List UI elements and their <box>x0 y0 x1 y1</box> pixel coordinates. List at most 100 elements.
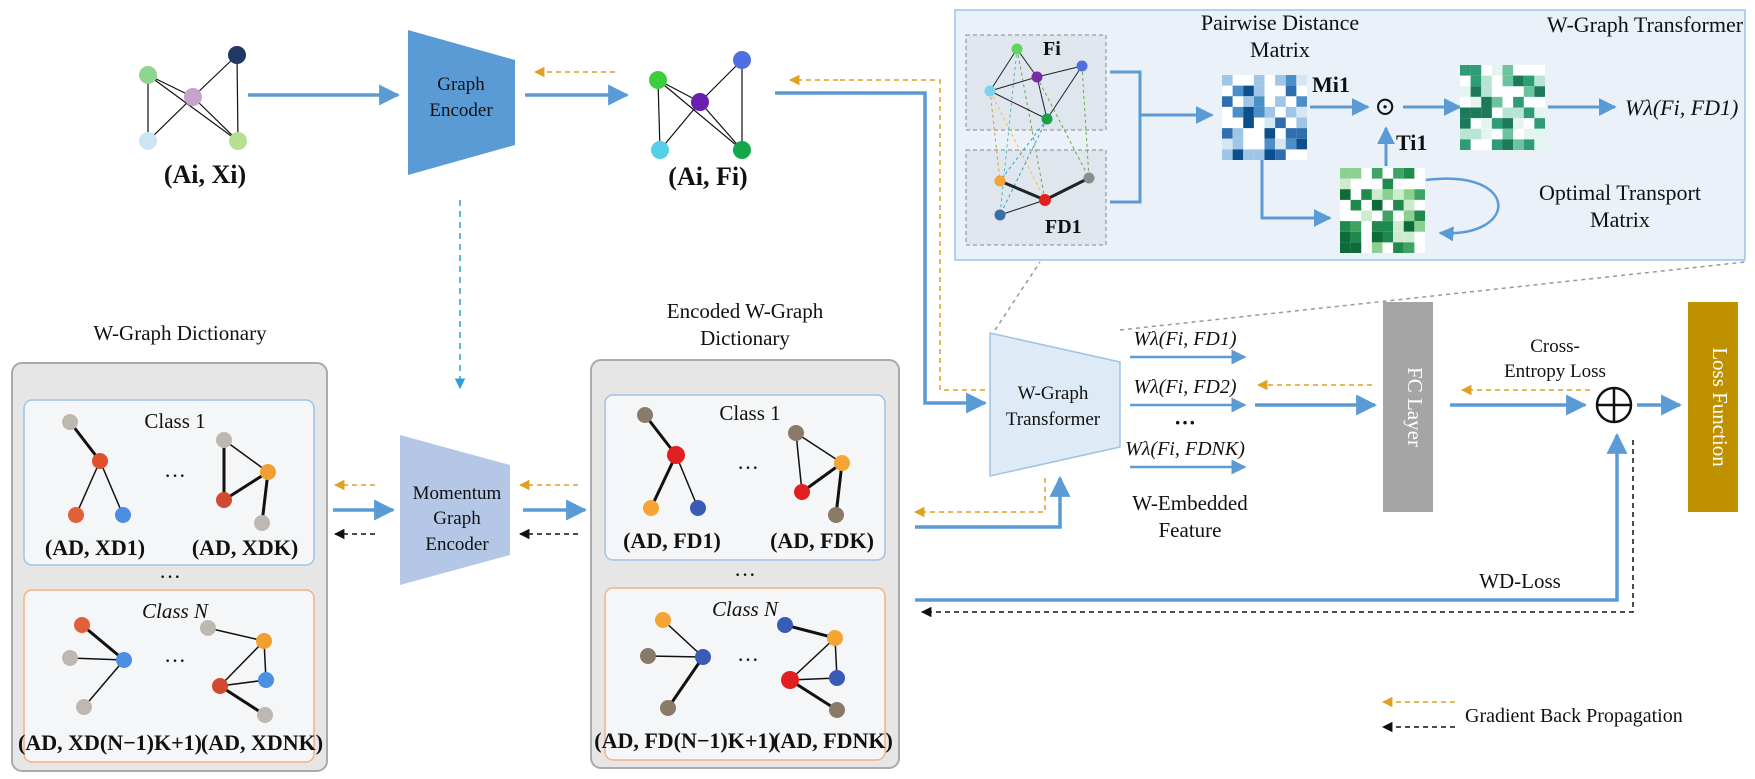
matrix-cell <box>1491 65 1503 76</box>
transformer-label-2: Transformer <box>1006 409 1101 430</box>
matrix-cell <box>1523 75 1535 87</box>
matrix-cell <box>1296 138 1307 150</box>
graph-encoder-label-1: Graph <box>437 74 485 95</box>
matrix-cell <box>1403 168 1415 179</box>
momentum-label-2: Graph <box>433 508 481 529</box>
cross-entropy-label-1: Cross- <box>1530 336 1580 357</box>
matrix-cell <box>1371 199 1383 211</box>
m-label: Mi1 <box>1312 72 1350 97</box>
matrix-cell <box>1502 118 1514 129</box>
matrix-cell <box>1275 149 1286 160</box>
encoded-dictionary-title-2: Dictionary <box>700 326 790 350</box>
matrix-cell <box>1534 118 1545 129</box>
input-pair-label: (Ai, Xi) <box>164 160 246 189</box>
matrix-cell <box>1350 231 1362 243</box>
matrix-cell <box>1382 231 1394 243</box>
matrix-cell <box>1340 221 1351 232</box>
matrix-cell <box>1513 75 1524 87</box>
matrix-cell <box>1403 231 1415 243</box>
matrix-cell <box>1470 86 1482 97</box>
svg-text:···: ··· <box>737 647 759 672</box>
matrix-cell <box>1243 96 1254 107</box>
matrix-cell <box>1393 231 1404 243</box>
matrix-cell <box>1523 139 1535 150</box>
matrix-cell <box>1361 210 1372 222</box>
matrix-cell <box>1403 199 1415 211</box>
matrix-cell <box>1222 138 1233 150</box>
svg-text:···: ··· <box>737 455 759 480</box>
encoded-class-1 <box>604 394 886 561</box>
matrix-cell <box>1382 210 1394 222</box>
matrix-cell <box>1340 168 1351 179</box>
matrix-cell <box>1264 128 1276 139</box>
matrix-cell <box>1264 138 1276 150</box>
matrix-cell <box>1285 138 1297 150</box>
svg-text:···: ··· <box>164 648 186 673</box>
matrix-cell <box>1470 96 1482 108</box>
dictionary-class-n-label: Class N <box>142 599 209 623</box>
matrix-cell <box>1523 86 1535 97</box>
matrix-cell <box>1523 128 1535 140</box>
encoded-pair-n1: (AD, FD(N−1)K+1) <box>594 728 775 753</box>
matrix-cell <box>1296 106 1307 118</box>
matrix-cell <box>1232 128 1244 139</box>
feature-i-box <box>965 34 1107 131</box>
graph-encoder-label-2: Encoder <box>429 100 493 121</box>
matrix-cell <box>1243 85 1254 97</box>
matrix-cell <box>1502 139 1514 150</box>
matrix-cell <box>1253 85 1265 97</box>
matrix-cell <box>1232 138 1244 150</box>
matrix-cell <box>1481 128 1492 140</box>
matrix-cell <box>1513 107 1524 119</box>
matrix-cell <box>1534 86 1545 97</box>
matrix-cell <box>1393 242 1404 253</box>
matrix-cell <box>1414 189 1425 200</box>
optimal-transport-matrix <box>1340 168 1425 253</box>
momentum-label-1: Momentum <box>413 483 502 504</box>
matrix-cell <box>1393 168 1404 179</box>
legend-label: Gradient Back Propagation <box>1465 705 1683 727</box>
matrix-cell <box>1393 199 1404 211</box>
w-graph-transformer <box>989 332 1121 477</box>
matrix-cell <box>1222 128 1233 139</box>
fc-layer-label: FC Layer <box>1403 367 1427 447</box>
panel-graph-fd <box>999 176 1090 216</box>
matrix-cell <box>1222 96 1233 107</box>
matrix-cell <box>1460 86 1471 97</box>
graph-encoder <box>408 30 515 175</box>
matrix-cell <box>1264 149 1276 160</box>
encoded-pair-nk: (AD, FDNK) <box>773 728 893 753</box>
matrix-cell <box>1513 118 1524 129</box>
matrix-cell <box>1481 86 1492 97</box>
matrix-cell <box>1275 138 1286 150</box>
matrix-cell <box>1243 106 1254 118</box>
matrix-cell <box>1264 117 1276 129</box>
feature-d-label: FD1 <box>1045 216 1082 238</box>
matrix-cell <box>1523 107 1535 119</box>
matrix-cell <box>1243 149 1254 160</box>
matrix-cell <box>1534 139 1545 150</box>
matrix-cell <box>1491 96 1503 108</box>
matrix-cell <box>1371 242 1383 253</box>
matrix-cell <box>1481 107 1492 119</box>
matrix-cell <box>1222 149 1233 160</box>
output-pair-label: (Ai, Fi) <box>668 162 747 191</box>
matrix-cell <box>1502 107 1514 119</box>
matrix-cell <box>1285 75 1297 86</box>
matrix-cell <box>1403 189 1415 200</box>
matrix-cell <box>1502 65 1514 76</box>
matrix-cell <box>1371 168 1383 179</box>
feature-i-label: Fi <box>1043 38 1061 60</box>
dictionary-pair-n1: (AD, XD(N−1)K+1) <box>18 730 202 755</box>
matrix-cell <box>1491 139 1503 150</box>
matrix-cell <box>1253 96 1265 107</box>
svg-text:···: ··· <box>164 463 186 488</box>
matrix-cell <box>1414 210 1425 222</box>
matrix-cell <box>1393 189 1404 200</box>
matrix-cell <box>1481 75 1492 87</box>
panel-output-label: Wλ(Fi, FD1) <box>1625 95 1738 120</box>
matrix-cell <box>1285 128 1297 139</box>
dictionary-pair-11: (AD, XD1) <box>45 535 145 560</box>
dictionary-class-n <box>23 589 315 763</box>
